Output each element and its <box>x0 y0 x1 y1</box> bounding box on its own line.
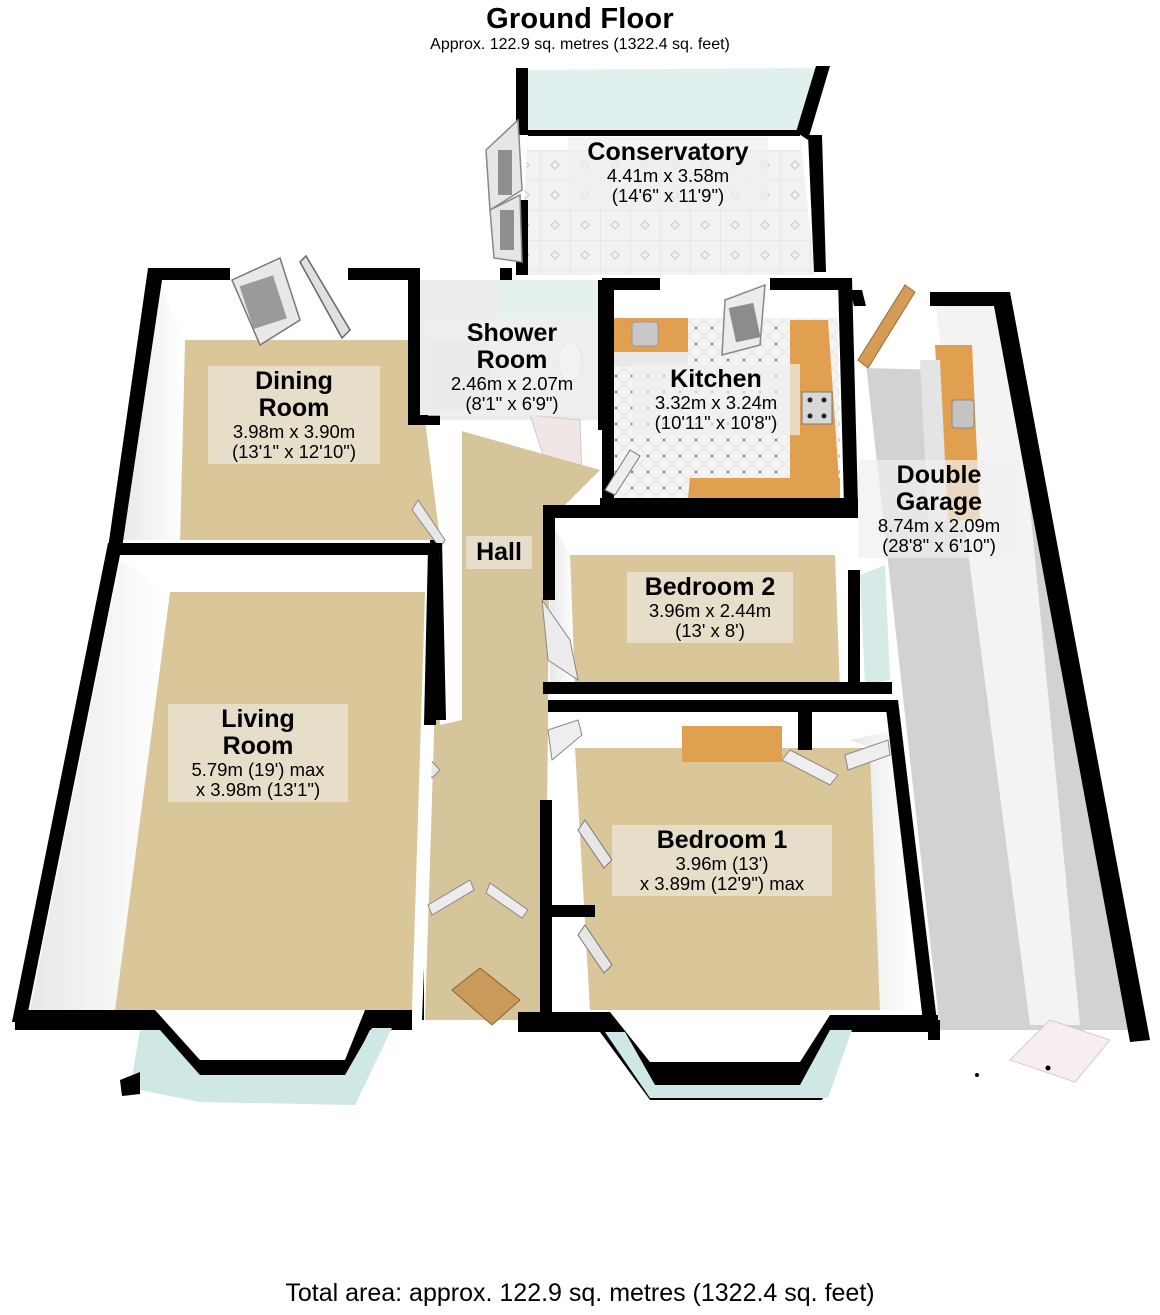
room-name: Hall <box>476 538 522 566</box>
room-dimensions-imperial: (10'11" x 10'8") <box>654 411 778 433</box>
room-dimensions-imperial: (28'8" x 6'10") <box>882 534 996 556</box>
room-name-line2: Room <box>476 346 548 374</box>
room-dimensions-metric: 3.96m x 2.44m <box>648 600 772 621</box>
room-dimensions-line2: x 3.89m (12'9") max <box>639 872 805 894</box>
room-dimensions-metric: 4.41m x 3.58m <box>606 165 730 186</box>
room-dimensions-metric: 8.74m x 2.09m <box>877 515 1001 536</box>
room-name: Bedroom 1 <box>656 826 788 854</box>
plan-header: Ground Floor Approx. 122.9 sq. metres (1… <box>0 2 1160 54</box>
double-garage-label: Double Garage 8.74m x 2.09m (28'8" x 6'1… <box>858 460 1020 558</box>
floor-title: Ground Floor <box>486 3 674 35</box>
living-room-label: Living Room 5.79m (19') max x 3.98m (13'… <box>168 704 348 802</box>
bedroom-2-label: Bedroom 2 3.96m x 2.44m (13' x 8') <box>627 572 793 643</box>
room-name: Conservatory <box>587 138 749 166</box>
room-dimensions-imperial: (13'1" x 12'10") <box>231 440 357 462</box>
room-name: Kitchen <box>670 365 762 393</box>
bedroom-1-label: Bedroom 1 3.96m (13') x 3.89m (12'9") ma… <box>612 825 832 896</box>
kitchen-label: Kitchen 3.32m x 3.24m (10'11" x 10'8") <box>632 364 800 435</box>
total-area-footer: Total area: approx. 122.9 sq. metres (13… <box>285 1279 875 1307</box>
room-name-line2: Room <box>222 732 294 760</box>
room-dimensions-metric: 3.32m x 3.24m <box>654 392 778 413</box>
bedroom-1 <box>518 700 938 1100</box>
room-dimensions-imperial: (13' x 8') <box>675 619 745 641</box>
room-dimensions-metric: 2.46m x 2.07m <box>450 373 574 394</box>
shower-room-label: Shower Room 2.46m x 2.07m (8'1" x 6'9") <box>428 318 596 416</box>
room-dimensions-line1: 3.96m (13') <box>675 853 769 874</box>
room-dimensions-metric: 3.98m x 3.90m <box>232 421 356 442</box>
room-name-line1: Dining <box>255 367 333 395</box>
floor-area-subtitle: Approx. 122.9 sq. metres (1322.4 sq. fee… <box>430 36 730 53</box>
room-name: Bedroom 2 <box>644 573 776 601</box>
room-name-line2: Garage <box>895 488 983 516</box>
dining-room-label: Dining Room 3.98m x 3.90m (13'1" x 12'10… <box>208 366 380 464</box>
room-name-line1: Double <box>896 461 982 489</box>
hall-label: Hall <box>466 536 532 569</box>
room-dimensions-imperial: (8'1" x 6'9") <box>465 392 559 414</box>
living-room <box>12 543 442 1105</box>
room-name-line1: Living <box>221 705 295 733</box>
conservatory-label: Conservatory 4.41m x 3.58m (14'6" x 11'9… <box>568 137 768 208</box>
room-dimensions-imperial: (14'6" x 11'9") <box>611 184 725 206</box>
room-name-line2: Room <box>258 394 330 422</box>
room-name-line1: Shower <box>466 319 558 347</box>
room-dimensions-line1: 5.79m (19') max <box>191 759 325 780</box>
room-dimensions-line2: x 3.98m (13'1") <box>195 778 321 800</box>
